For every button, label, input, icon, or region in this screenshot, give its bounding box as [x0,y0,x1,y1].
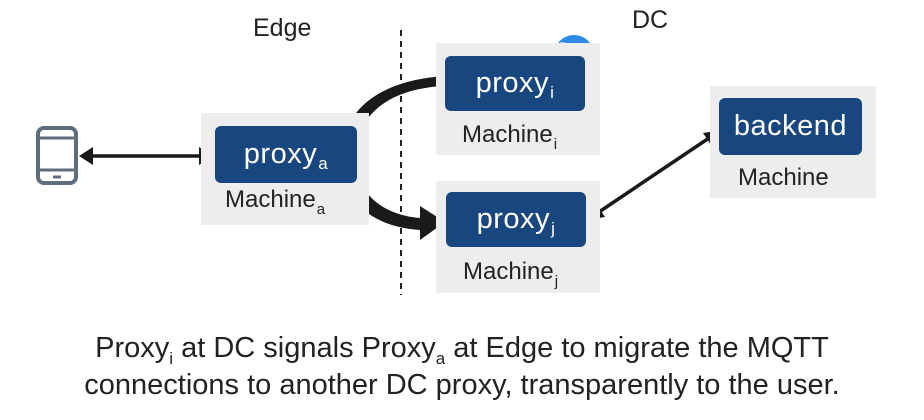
caption-end-text: at Edge to migrate the MQTT [445,332,829,364]
caption-line-1: Proxyi at DC signals Proxya at Edge to m… [0,330,924,370]
caption-line-2: connections to another DC proxy, transpa… [84,369,840,401]
smartphone-icon [36,126,78,185]
proxy-j-backend-arrow [587,130,721,220]
caption-subscript-a: a [435,349,446,368]
backend-node: backend [719,98,862,155]
machine-j-label: Machinej [463,258,558,290]
caption-proxy-word: Proxy [95,332,170,364]
machine-j-subscript: j [554,273,559,290]
proxy-a-subscript: a [318,153,329,173]
backend-machine-label: Machine [738,164,829,191]
machine-i-label: Machinei [462,121,557,153]
caption-middle-text: at DC signals Proxy [173,332,436,364]
proxy-j-label: proxy [476,203,551,235]
machine-a-subscript: a [316,201,326,218]
machine-j-text: Machine [463,258,554,285]
machine-i-subscript: i [553,136,558,153]
caption-subscript-i: i [169,349,174,368]
machine-i-text: Machine [462,121,553,148]
proxy-i-subscript: i [550,82,555,102]
device-proxy-a-arrow [79,147,213,165]
machine-a-label: Machinea [225,186,325,218]
proxy-i-label: proxy [475,67,550,99]
proxy-j-subscript: j [551,218,556,238]
machine-a-text: Machine [225,186,316,213]
proxy-a-label: proxy [243,138,318,170]
edge-region-label: Edge [253,14,312,42]
dc-region-label: DC [632,6,669,34]
backend-label: backend [733,110,848,142]
